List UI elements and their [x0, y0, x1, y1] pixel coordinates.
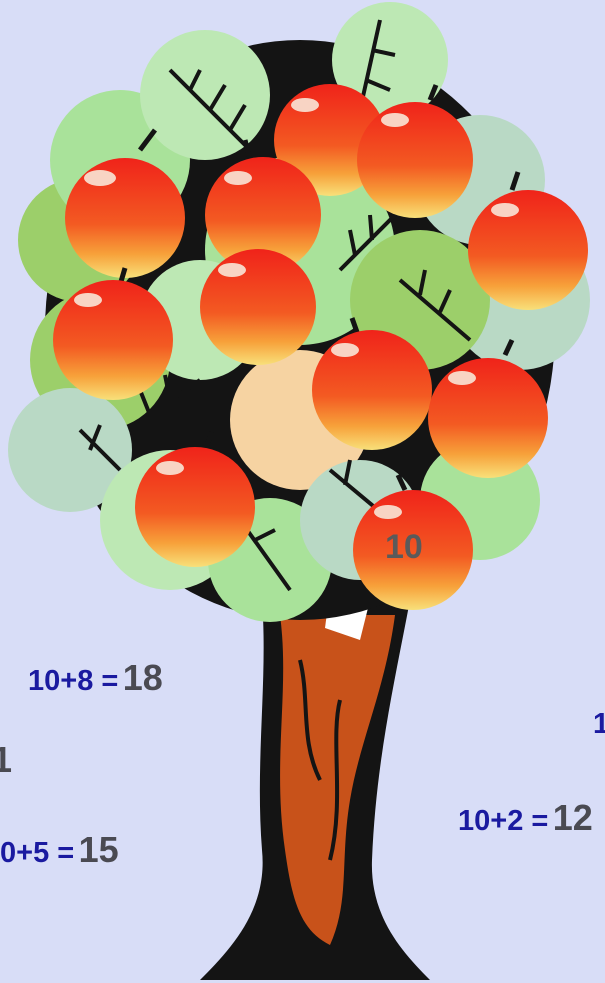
equation-5-result: 12 [552, 800, 593, 836]
equation-2-expression: 1 [593, 708, 605, 740]
equation-3-result: 1 [0, 739, 13, 780]
equation-5[interactable]: 10+2 = 12 [458, 800, 605, 836]
equation-1-expression: 10+8 = [28, 665, 119, 697]
apple [53, 267, 173, 400]
equation-3-partial[interactable]: 1 [0, 742, 12, 778]
apple [428, 338, 548, 478]
apples [53, 64, 588, 610]
apple [468, 171, 588, 310]
tree-trunk [200, 590, 430, 980]
equation-1[interactable]: 10+8 = 18 [28, 660, 163, 696]
apple [200, 249, 316, 365]
apple [135, 431, 255, 567]
apple [65, 128, 185, 278]
apple [353, 473, 473, 610]
equation-5-expression: 10+2 = [458, 805, 549, 836]
equation-2-partial[interactable]: 1 [593, 710, 605, 739]
apple [312, 317, 432, 450]
apple [357, 84, 473, 218]
equation-4-expression: 0+5 = [0, 837, 75, 869]
equation-1-result: 18 [122, 657, 163, 698]
equation-4-result: 15 [78, 829, 119, 870]
apple-number-label[interactable]: 10 [385, 528, 423, 566]
equation-4[interactable]: 0+5 = 15 [0, 832, 119, 868]
apple [205, 139, 321, 273]
